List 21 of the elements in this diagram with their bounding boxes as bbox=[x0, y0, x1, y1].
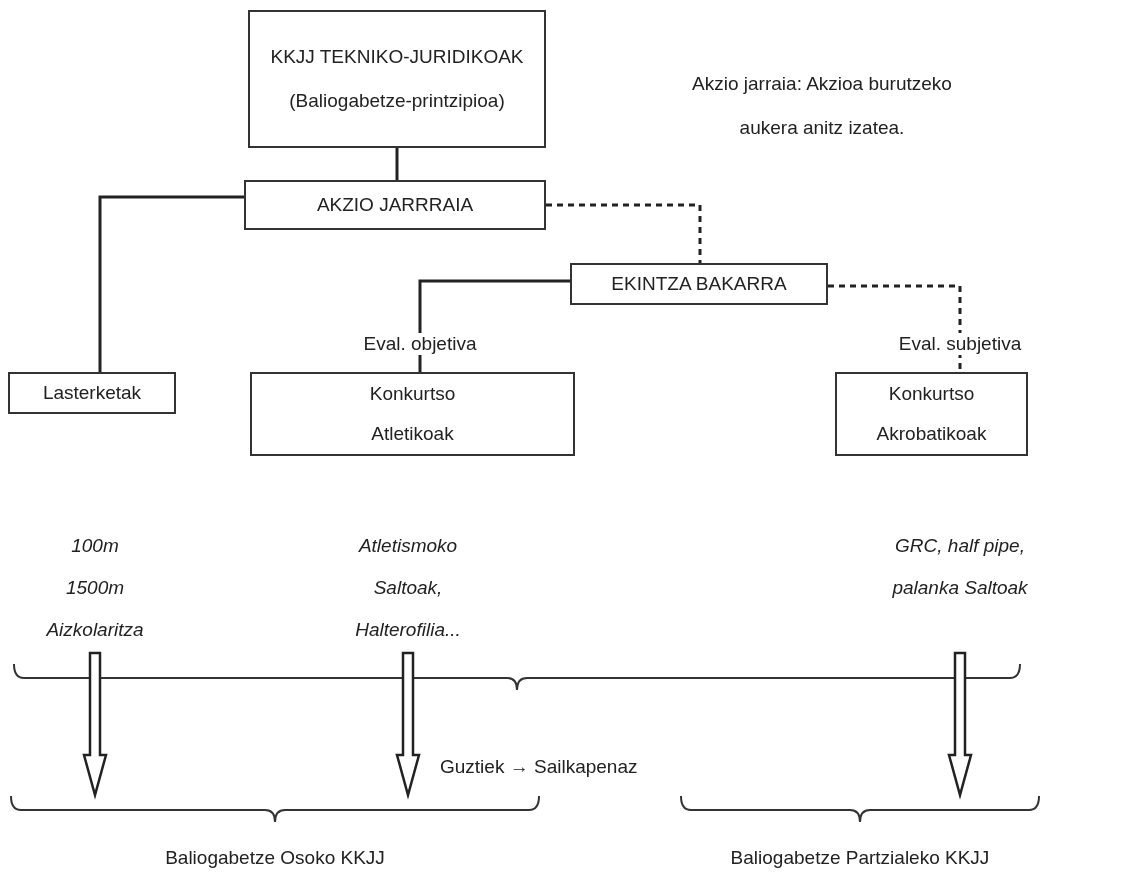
connector-line bbox=[828, 284, 962, 372]
process-box: EKINTZA BAKARRA bbox=[570, 263, 828, 305]
process-box: AKZIO JARRRAIA bbox=[244, 180, 546, 230]
connector-line bbox=[546, 203, 702, 263]
process-box: Lasterketak bbox=[8, 372, 176, 414]
note-text: Akzio jarraia: Akzioa burutzeko aukera anitz izatea. bbox=[691, 72, 953, 140]
process-box: Konkurtso Atletikoak bbox=[250, 372, 575, 456]
connector-line bbox=[395, 148, 399, 180]
example-list: 100m 1500m Aizkolaritza bbox=[40, 525, 150, 653]
note-text: Guztiek → Sailkapenaz bbox=[440, 755, 639, 779]
block-arrow bbox=[82, 651, 108, 800]
example-list: GRC, half pipe, palanka Saltoak bbox=[875, 525, 1045, 653]
connector-line bbox=[98, 195, 244, 372]
process-box: Konkurtso Akrobatikoak bbox=[835, 372, 1028, 456]
category-label: Baliogabetze Osoko KKJJ bbox=[165, 847, 385, 869]
block-arrow bbox=[947, 651, 973, 800]
block-arrow bbox=[395, 651, 421, 800]
process-box: KKJJ TEKNIKO-JURIDIKOAK (Baliogabetze-printzipioa) bbox=[248, 10, 546, 148]
category-label: Baliogabetze Partzialeko KKJJ bbox=[730, 847, 990, 869]
connector-line bbox=[418, 279, 570, 372]
example-list: Atletismoko Saltoak, Halterofilia... bbox=[338, 525, 478, 653]
